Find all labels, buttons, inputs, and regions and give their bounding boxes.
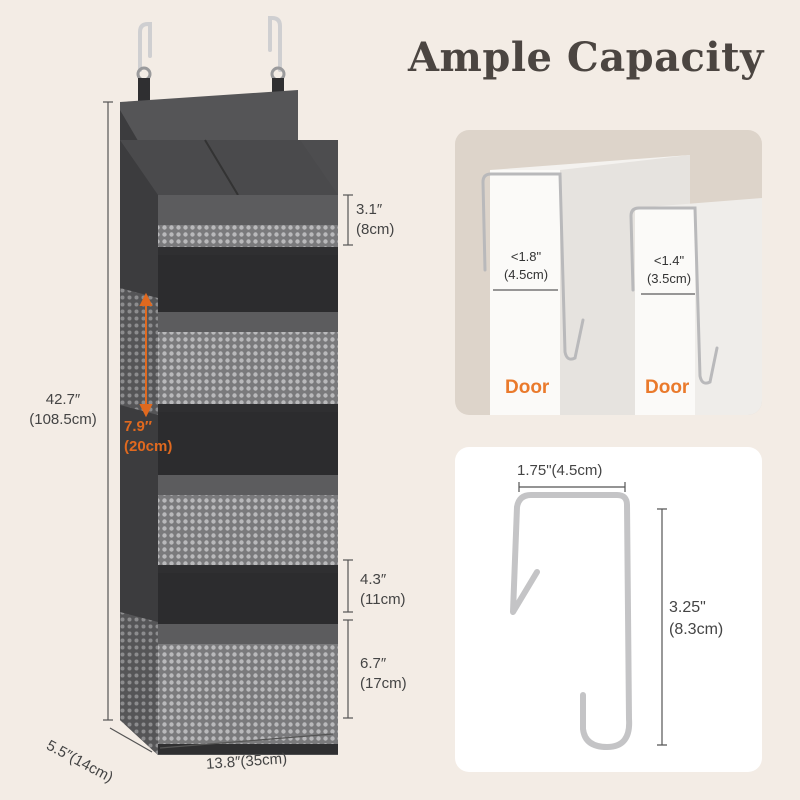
right-gap-label: <1.4" (3.5cm) <box>639 252 699 288</box>
left-gap-label: <1.8" (4.5cm) <box>495 248 557 284</box>
side-pocket-arrow <box>139 292 153 418</box>
hook-illustration <box>510 482 667 750</box>
bottom-pocket-in: 6.7″ <box>360 655 387 672</box>
height-in: 42.7″ <box>45 391 81 408</box>
hook-height-cm: (8.3cm) <box>669 621 724 638</box>
hook-dimension-panel: 1.75"(4.5cm) 3.25" (8.3cm) <box>455 447 762 772</box>
hanging-hooks <box>136 16 286 82</box>
right-gap-in: <1.4" <box>653 253 685 268</box>
page-title: Ample Capacity <box>408 34 764 81</box>
mid-pocket-in: 4.3″ <box>360 571 387 588</box>
bottom-pocket-label: 6.7″ (17cm) <box>360 654 407 694</box>
door-hooks-illustration <box>481 155 762 415</box>
hook-width-label: 1.75"(4.5cm) <box>517 462 603 479</box>
left-gap-in: <1.8" <box>510 249 542 264</box>
mid-pocket-label: 4.3″ (11cm) <box>360 570 406 610</box>
height-label: 42.7″ (108.5cm) <box>18 390 108 430</box>
side-pocket-cm: (20cm) <box>124 438 173 455</box>
left-gap-cm: (4.5cm) <box>503 267 549 282</box>
dimension-lines <box>103 101 353 753</box>
bottom-pocket-cm: (17cm) <box>360 675 407 692</box>
side-pocket-label: 7.9″ (20cm) <box>124 417 172 457</box>
right-gap-cm: (3.5cm) <box>646 271 692 286</box>
right-door-label: Door <box>645 377 690 398</box>
door-fit-panel: <1.8" (4.5cm) <1.4" (3.5cm) Door Door <box>455 130 762 415</box>
height-cm: (108.5cm) <box>29 411 97 428</box>
mid-pocket-cm: (11cm) <box>360 591 406 608</box>
top-pocket-label: 3.1″ (8cm) <box>356 200 394 240</box>
top-pocket-in: 3.1″ <box>356 201 383 218</box>
left-door-label: Door <box>505 377 550 398</box>
hook-height-in: 3.25" <box>669 599 706 616</box>
side-pocket-in: 7.9″ <box>124 418 153 435</box>
top-pocket-cm: (8cm) <box>356 221 395 238</box>
hook-height-label: 3.25" (8.3cm) <box>669 597 723 641</box>
